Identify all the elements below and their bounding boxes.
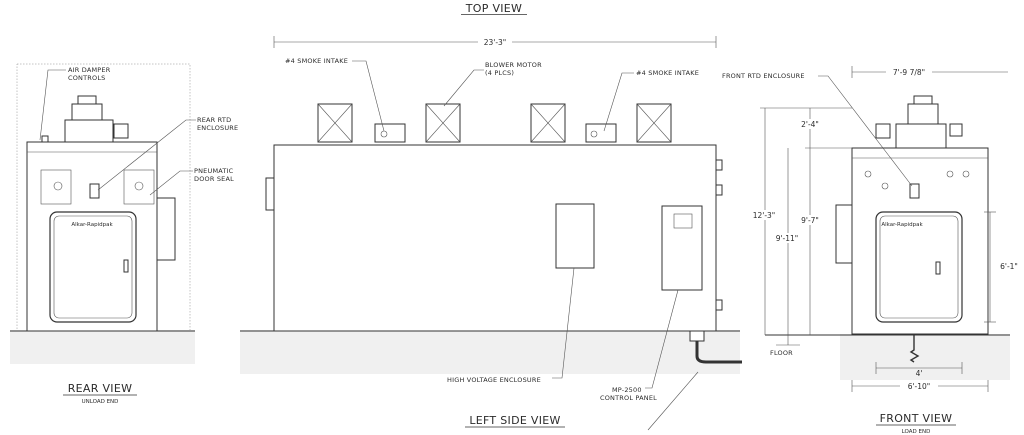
high-voltage-enclosure [555, 203, 595, 269]
pneumatic-label: PNEUMATIC [194, 167, 234, 175]
height-2-4-text: 2'-4" [801, 120, 819, 129]
pneumatic-label-2: DOOR SEAL [194, 175, 234, 183]
height-9-7-text: 9'-7" [801, 216, 819, 225]
control-panel-label: MP-2500 [612, 386, 642, 394]
smoke-intake [585, 123, 617, 143]
smoke-intake-left-label: #4 SMOKE INTAKE [285, 57, 348, 65]
left-side-view-title: LEFT SIDE VIEW [469, 414, 560, 427]
height-9-11-text: 9'-11" [776, 234, 799, 243]
front-door [875, 211, 963, 323]
front-rtd-enclosure [909, 183, 920, 199]
top-view-title: TOP VIEW [465, 2, 523, 15]
rear-cabinet [26, 141, 158, 332]
front-view: Alkar-Rapidpak 7'-9 7/8" 12'-3" 2'-4" 9'… [722, 66, 1022, 435]
rear-view-subtitle: UNLOAD END [82, 399, 119, 405]
left-side-view: 23'-3" [240, 36, 742, 431]
height-12-3-text: 12'-3" [753, 211, 776, 220]
rear-door-brand: Alkar-Rapidpak [71, 222, 113, 228]
front-ground [840, 334, 1010, 380]
smoke-intake-right-label: #4 SMOKE INTAKE [636, 69, 699, 77]
high-voltage-label: HIGH VOLTAGE ENCLOSURE [447, 376, 541, 384]
blower-motor [425, 103, 461, 143]
drain-pipe [695, 341, 742, 364]
front-blower-motor [895, 123, 947, 149]
rear-blower-motor [64, 119, 114, 143]
air-damper-label: AIR DAMPER [68, 66, 111, 74]
smoke-intake [374, 123, 406, 143]
front-cabinet [851, 147, 989, 335]
left-cabinet [273, 144, 717, 332]
control-panel [661, 205, 703, 291]
front-view-subtitle: LOAD END [902, 429, 931, 435]
door-height-text: 6'-1" [1000, 262, 1018, 271]
rear-port-icon [134, 181, 144, 191]
rear-view: Alkar-Rapidpak AIR DAMPER CONTROLS REAR … [10, 63, 238, 405]
rear-rtd-label-2: ENCLOSURE [197, 124, 238, 132]
front-drain [909, 335, 920, 363]
rear-port-icon [53, 181, 63, 191]
air-damper-label-2: CONTROLS [68, 74, 105, 82]
blower-motor-label: BLOWER MOTOR [485, 61, 542, 69]
rear-door [49, 211, 137, 323]
front-width-top-text: 7'-9 7/8" [893, 68, 925, 77]
blower-motor-label-2: (4 PLCS) [485, 69, 514, 77]
front-view-title: FRONT VIEW [880, 412, 953, 425]
blower-motor [636, 103, 672, 143]
rear-rtd-enclosure [89, 183, 100, 199]
rear-rtd-label: REAR RTD [197, 116, 231, 124]
control-panel-label-2: CONTROL PANEL [600, 394, 657, 402]
width-4-text: 4' [916, 369, 923, 378]
blower-motor [530, 103, 566, 143]
front-door-brand: Alkar-Rapidpak [881, 222, 923, 228]
floor-label: FLOOR [770, 349, 793, 357]
blower-motor [317, 103, 353, 143]
width-6-10-text: 6'-10" [908, 382, 931, 391]
overall-length-text: 23'-3" [484, 38, 507, 47]
rear-ground [10, 330, 195, 364]
left-ground [240, 330, 740, 374]
front-rtd-label: FRONT RTD ENCLOSURE [722, 72, 805, 80]
rear-view-title: REAR VIEW [68, 382, 133, 395]
